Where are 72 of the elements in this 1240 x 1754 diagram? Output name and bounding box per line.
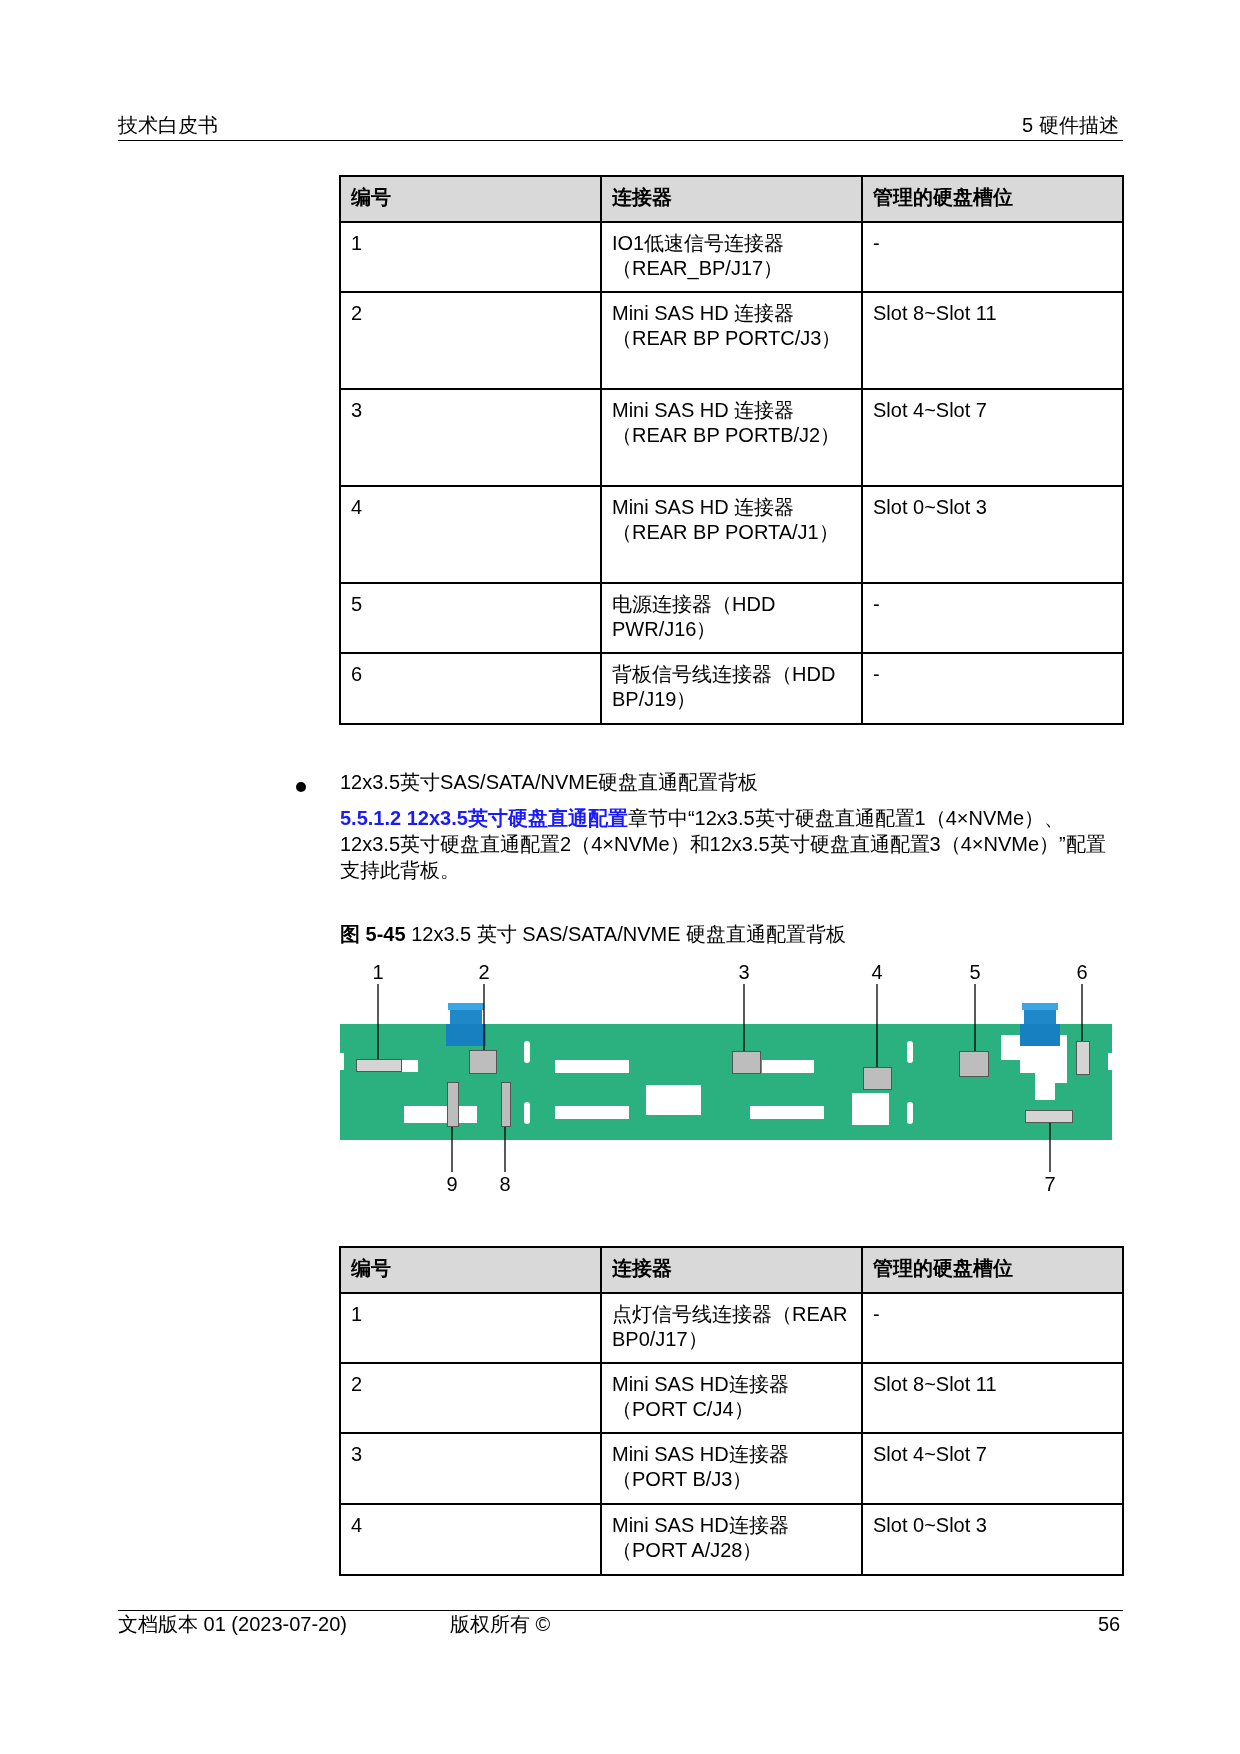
callout-number: 3 xyxy=(732,960,756,984)
connector-part xyxy=(469,1050,497,1074)
table-cell: - xyxy=(862,222,1123,292)
table-cell: 1 xyxy=(340,222,601,292)
table-cell: - xyxy=(862,583,1123,653)
leader-line xyxy=(504,1126,506,1173)
table-cell: 背板信号线连接器（HDD BP/J19） xyxy=(601,653,862,724)
table-cell: 2 xyxy=(340,292,601,389)
table-cell: 1 xyxy=(340,1293,601,1363)
column-header: 管理的硬盘槽位 xyxy=(862,176,1123,222)
figure-caption: 图 5-45 12x3.5 英寸 SAS/SATA/NVME 硬盘直通配置背板 xyxy=(340,922,847,946)
table-cell: 点灯信号线连接器（REAR BP0/J17） xyxy=(601,1293,862,1363)
callout-number: 2 xyxy=(472,960,496,984)
connector-part xyxy=(1076,1041,1090,1075)
connector-part xyxy=(1025,1110,1073,1123)
chapter-title: 5 硬件描述 xyxy=(1022,113,1119,137)
table-cell: Mini SAS HD 连接器（REAR BP PORTA/J1） xyxy=(601,486,862,583)
table-cell: Slot 8~Slot 11 xyxy=(862,1363,1123,1433)
column-header: 连接器 xyxy=(601,176,862,222)
callout-number: 9 xyxy=(440,1172,464,1196)
copyright-text: 版权所有 © xyxy=(450,1612,551,1636)
table-cell: 5 xyxy=(340,583,601,653)
table-cell: 6 xyxy=(340,653,601,724)
leader-line xyxy=(377,983,379,1060)
section-link: 5.5.1.2 12x3.5英寸硬盘直通配置 xyxy=(340,807,628,829)
table-cell: - xyxy=(862,653,1123,724)
table-cell: IO1低速信号连接器（REAR_BP/J17） xyxy=(601,222,862,292)
table-cell: 3 xyxy=(340,389,601,486)
column-header: 编号 xyxy=(340,176,601,222)
table-cell: Mini SAS HD连接器（PORT B/J3） xyxy=(601,1433,862,1504)
page-number: 56 xyxy=(1098,1612,1121,1636)
callout-number: 6 xyxy=(1070,960,1094,984)
connector-part xyxy=(356,1059,402,1072)
table-cell: Slot 0~Slot 3 xyxy=(862,1504,1123,1575)
connector-part xyxy=(959,1051,989,1077)
table-cell: 4 xyxy=(340,486,601,583)
table-cell: Slot 4~Slot 7 xyxy=(862,389,1123,486)
table-cell: Mini SAS HD连接器（PORT C/J4） xyxy=(601,1363,862,1433)
callout-number: 8 xyxy=(493,1172,517,1196)
leader-line xyxy=(1081,983,1083,1042)
table-cell: Mini SAS HD 连接器（REAR BP PORTB/J2） xyxy=(601,389,862,486)
leader-line xyxy=(451,1126,453,1173)
callout-number: 4 xyxy=(865,960,889,984)
table-cell: Mini SAS HD连接器（PORT A/J28） xyxy=(601,1504,862,1575)
connector-part xyxy=(501,1082,511,1127)
paragraph: 5.5.1.2 12x3.5英寸硬盘直通配置章节中“12x3.5英寸硬盘直通配置1（4×NVMe）、12x3.5英寸硬盘直通配置2（4×NVMe）和12x3.5英寸硬盘直通配置3（4×NVMe）”配置支持此背板。 xyxy=(340,806,1107,883)
table-cell: Slot 0~Slot 3 xyxy=(862,486,1123,583)
callout-number: 7 xyxy=(1038,1172,1062,1196)
table-cell: 电源连接器（HDD PWR/J16） xyxy=(601,583,862,653)
column-header: 编号 xyxy=(340,1247,601,1293)
leader-line xyxy=(1049,1122,1051,1173)
leader-line xyxy=(876,983,878,1068)
bullet-text: 12x3.5英寸SAS/SATA/NVME硬盘直通配置背板 xyxy=(340,770,759,794)
table-cell: Slot 8~Slot 11 xyxy=(862,292,1123,389)
table-cell: Slot 4~Slot 7 xyxy=(862,1433,1123,1504)
table-cell: - xyxy=(862,1293,1123,1363)
callout-number: 5 xyxy=(963,960,987,984)
leader-line xyxy=(743,983,745,1052)
column-header: 管理的硬盘槽位 xyxy=(862,1247,1123,1293)
footer-text: 文档版本 01 (2023-07-20) xyxy=(118,1612,347,1636)
table-cell: 3 xyxy=(340,1433,601,1504)
header-text: 技术白皮书 xyxy=(118,113,218,137)
connector-part xyxy=(863,1067,892,1090)
callout-number: 1 xyxy=(366,960,390,984)
table-cell: 4 xyxy=(340,1504,601,1575)
connector-part xyxy=(447,1082,459,1127)
leader-line xyxy=(483,983,485,1051)
leader-line xyxy=(974,983,976,1052)
column-header: 连接器 xyxy=(601,1247,862,1293)
table-cell: 2 xyxy=(340,1363,601,1433)
connector-part xyxy=(732,1051,761,1074)
table-cell: Mini SAS HD 连接器（REAR BP PORTC/J3） xyxy=(601,292,862,389)
